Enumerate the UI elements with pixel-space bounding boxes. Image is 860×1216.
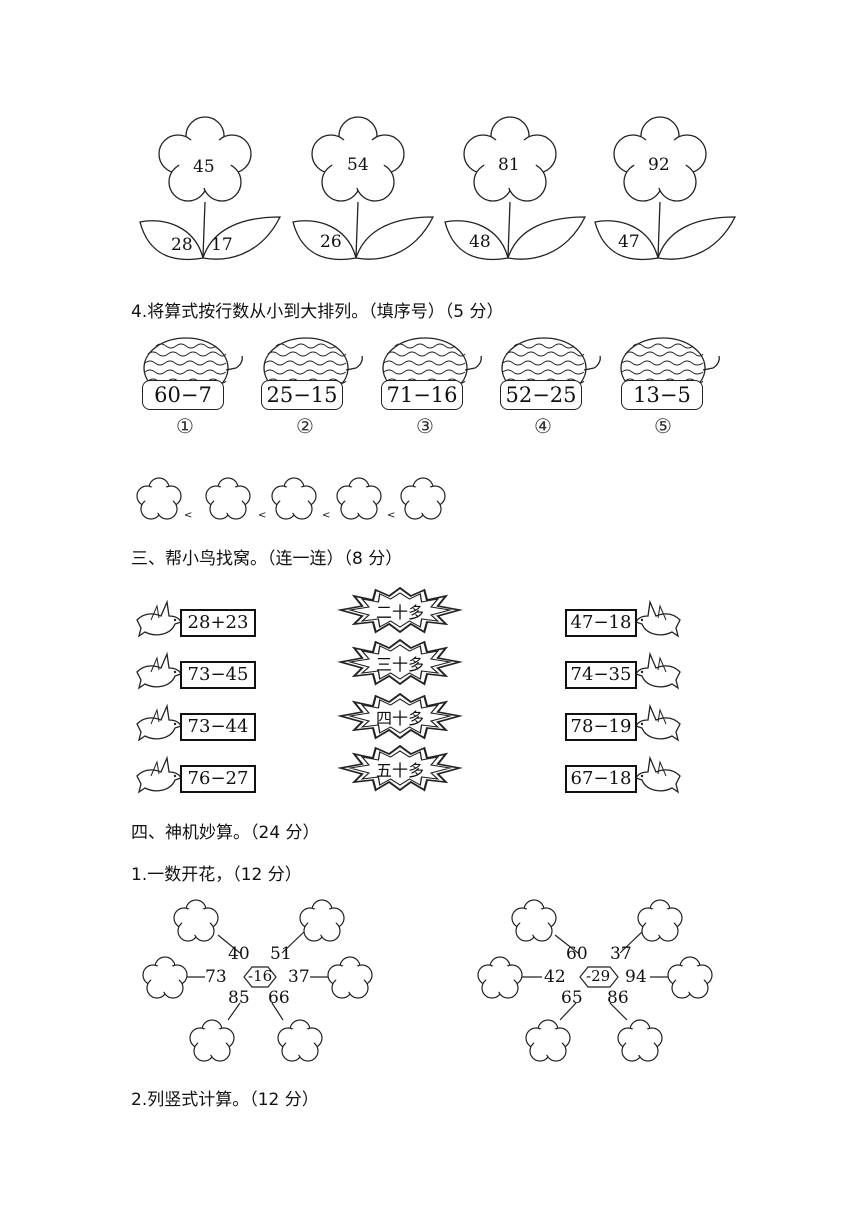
burst-1-num-6: 66 bbox=[268, 988, 290, 1008]
bird-left-2[interactable]: 73−45 bbox=[180, 661, 256, 689]
burst-1-num-5: 85 bbox=[228, 988, 250, 1008]
nest-4[interactable]: 五十多 bbox=[375, 761, 424, 780]
melon-4-expr: 52−25 bbox=[500, 380, 582, 410]
melon-1-expr: 60−7 bbox=[142, 380, 224, 410]
flower-1-center: 45 bbox=[193, 157, 215, 177]
flower-3-center: 81 bbox=[498, 155, 520, 175]
burst-1-center: -16 bbox=[248, 967, 273, 985]
burst-2-center: -29 bbox=[586, 967, 611, 985]
flower-1-left-leaf: 28 bbox=[171, 235, 193, 255]
melon-1-mark: ① bbox=[176, 414, 194, 438]
bird-left-4[interactable]: 76−27 bbox=[180, 765, 256, 793]
flower-2-left-leaf: 26 bbox=[320, 232, 342, 252]
bird-left-1[interactable]: 28+23 bbox=[180, 609, 256, 637]
melon-5-expr: 13−5 bbox=[621, 380, 703, 410]
burst-1-num-2: 51 bbox=[270, 944, 292, 964]
burst-drawings bbox=[142, 899, 713, 1062]
section3-heading: 三、帮小鸟找窝。（连一连）（8 分） bbox=[131, 549, 403, 569]
burst-1-num-3: 73 bbox=[205, 967, 227, 987]
flower-4-left-leaf: 47 bbox=[618, 232, 640, 252]
burst-2-num-3: 42 bbox=[544, 967, 566, 987]
burst-2-num-2: 37 bbox=[610, 944, 632, 964]
section4-heading: 四、神机妙算。（24 分） bbox=[131, 823, 320, 843]
less-than-3: < bbox=[322, 510, 331, 521]
burst-2-num-6: 86 bbox=[607, 988, 629, 1008]
q1-heading: 1.一数开花，（12 分） bbox=[131, 865, 302, 885]
bird-right-3[interactable]: 78−19 bbox=[565, 713, 637, 741]
nest-3[interactable]: 四十多 bbox=[375, 709, 424, 728]
bird-right-1[interactable]: 47−18 bbox=[565, 609, 637, 637]
bird-right-4[interactable]: 67−18 bbox=[565, 765, 637, 793]
melon-2-mark: ② bbox=[296, 414, 314, 438]
melon-2-expr: 25−15 bbox=[261, 380, 343, 410]
burst-2-lines bbox=[514, 929, 668, 1021]
flower-1-right-leaf: 17 bbox=[211, 235, 233, 255]
burst-2-num-5: 65 bbox=[561, 988, 583, 1008]
less-than-4: < bbox=[387, 510, 396, 521]
melon-4-mark: ④ bbox=[534, 414, 552, 438]
burst-1-num-1: 40 bbox=[228, 944, 250, 964]
melon-3-expr: 71−16 bbox=[381, 380, 463, 410]
burst-2-num-4: 94 bbox=[625, 967, 647, 987]
burst-1-lines bbox=[180, 929, 330, 1021]
melon-3-mark: ③ bbox=[416, 414, 434, 438]
flower-3-left-leaf: 48 bbox=[469, 232, 491, 252]
burst-1-num-4: 37 bbox=[288, 967, 310, 987]
less-than-1: < bbox=[184, 510, 193, 521]
flower-2-center: 54 bbox=[347, 155, 369, 175]
bird-left-3[interactable]: 73−44 bbox=[180, 713, 256, 741]
q2-heading: 2.列竖式计算。（12 分） bbox=[131, 1090, 319, 1110]
burst-2-num-1: 60 bbox=[566, 944, 588, 964]
nest-1[interactable]: 二十多 bbox=[375, 603, 424, 622]
melon-5-mark: ⑤ bbox=[654, 414, 672, 438]
flower-4-center: 92 bbox=[648, 155, 670, 175]
less-than-2: < bbox=[258, 510, 267, 521]
bird-right-2[interactable]: 74−35 bbox=[565, 661, 637, 689]
nest-2[interactable]: 三十多 bbox=[375, 655, 424, 674]
q4-heading: 4.将算式按行数从小到大排列。（填序号）（5 分） bbox=[131, 302, 504, 322]
